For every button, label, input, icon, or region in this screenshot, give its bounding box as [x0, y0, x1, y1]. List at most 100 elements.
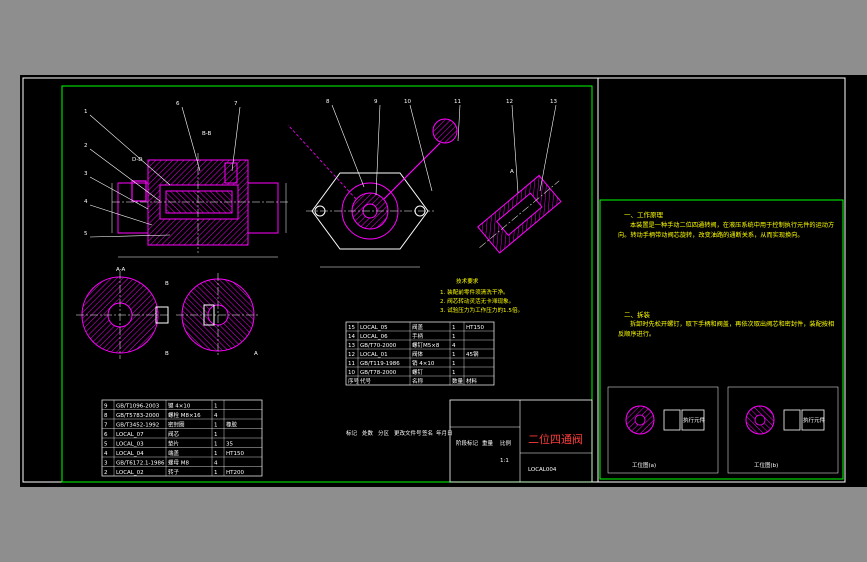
leader-line [89, 176, 149, 210]
sch-b-block-1 [783, 409, 801, 431]
bom-cell: 10 [348, 370, 355, 376]
bom-cell: 1 [452, 361, 456, 367]
drawing-sheet: D-D B-B A A-A B B A [20, 75, 867, 487]
handle-arm [383, 142, 441, 200]
bom-cell: HT150 [226, 451, 244, 457]
label-a-a: A-A [116, 267, 126, 273]
title-block-frame [449, 399, 593, 483]
leader-line [511, 104, 519, 194]
label-a2: A [254, 351, 258, 357]
bom-cell: GB/T5783-2000 [116, 413, 160, 419]
leader-line [375, 104, 381, 196]
sch-b-block-label: 执行元件 [803, 416, 826, 424]
bom-cell: 13 [348, 343, 355, 349]
bom-cell: HT150 [466, 325, 484, 331]
bom-cell: 15 [348, 325, 355, 331]
callout-number: 9 [374, 99, 378, 105]
top-stem [224, 162, 238, 184]
right-panel-border [599, 199, 844, 480]
stage-mark: 阶段标记 [456, 439, 479, 447]
tech-title: 技术要求 [456, 277, 479, 285]
callout-number: 10 [404, 99, 411, 105]
sch-b-core [754, 414, 766, 426]
bom-cell: GB/T3452-1992 [116, 423, 159, 429]
bom-cell: 5 [104, 442, 108, 448]
label-a1: A [510, 169, 514, 175]
section-b-b: B B A [165, 273, 260, 357]
bom-cell: 螺钉 [412, 368, 424, 376]
sch-b-frame [727, 386, 839, 474]
label-b1: B [165, 281, 169, 287]
wp-para-2-wrap: 拆卸时先松开螺钉，取下手柄和阀盖，再依次取出阀芯和密封件，装配按相反顺序进行。 [618, 321, 834, 338]
bom-cell: GB/T78-2000 [360, 370, 397, 376]
sign-zone: 分区 [378, 429, 390, 437]
sign-date: 年月日 [436, 429, 453, 437]
callout-number: 13 [550, 99, 557, 105]
leader-line [409, 104, 433, 192]
bom-cell: 45钢 [466, 350, 479, 358]
drawing-canvas: D-D B-B A A-A B B A [22, 77, 846, 483]
callout-number: 8 [326, 99, 330, 105]
bom-cell: 阀体 [412, 350, 424, 358]
bom-cell: 橡胶 [226, 421, 238, 429]
callout-number: 11 [454, 99, 461, 105]
bom-cell: HT200 [226, 470, 244, 476]
bom-cell: 1 [452, 352, 456, 358]
bom-cell: 12 [348, 352, 355, 358]
bom-cell: 垫片 [168, 440, 179, 448]
sch-b-block-2 [801, 409, 825, 431]
bom-cell: 3 [104, 461, 108, 467]
leader-line [331, 104, 365, 188]
work-principle: 一、工作原理 本装置是一种手动二位四通转阀，在液压系统中用于控制执行元件的运动方… [618, 210, 834, 338]
section-a-a: A-A [76, 267, 170, 359]
callout-number: 6 [176, 101, 180, 107]
bom-cell: 2 [104, 470, 108, 476]
front-section-view: D-D B-B [111, 131, 288, 258]
leader-line [457, 104, 461, 142]
bom-cell: 手柄 [412, 332, 424, 340]
bom-cell: 4 [214, 461, 218, 467]
tech-line-3: 3. 试验压力为工作压力的1.5倍。 [440, 306, 523, 314]
sch-a-block-2 [681, 409, 705, 431]
bom-header-cell: 代号 [360, 377, 372, 385]
end-cap [131, 180, 147, 202]
sign-count: 处数 [362, 429, 374, 437]
sch-b-label: 工位图(b) [754, 461, 778, 469]
callout-number: 5 [84, 231, 88, 237]
stage-weight: 重量 [482, 439, 494, 447]
bom-cell: 11 [348, 361, 355, 367]
bom-cell: LOCAL_07 [116, 432, 144, 438]
callout-number: 3 [84, 171, 88, 177]
wp-heading-1: 一、工作原理 [624, 210, 664, 219]
label-b2: B [165, 351, 169, 357]
bom-cell: 密封圈 [168, 421, 185, 429]
bom-cell: 1 [214, 404, 218, 410]
bom-cell: 1 [452, 334, 456, 340]
callout-number: 1 [84, 109, 88, 115]
bom-header-cell: 序号 [348, 377, 360, 385]
bom-cell: LOCAL_04 [116, 451, 144, 457]
bom-cell: GB/T6172.1-1986 [116, 461, 165, 467]
leader-line [231, 106, 241, 172]
bom-cell: 1 [214, 423, 218, 429]
drawing-number: LOCAL004 [528, 467, 557, 473]
bom-cell: 8 [104, 413, 108, 419]
stage-scale: 比例 [500, 439, 512, 447]
bom-cell: 7 [104, 423, 108, 429]
bom-header-cell: 数量 [452, 377, 464, 385]
bom-cell: LOCAL_05 [360, 325, 388, 331]
leader-line [89, 234, 171, 238]
bom-cell: 14 [348, 334, 355, 340]
label-d-d: D-D [132, 157, 142, 163]
title-block: 二位四通阀 LOCAL004 1:1 阶段标记 重量 比例 标记 处数 分区 更… [346, 399, 593, 483]
bom-cell: LOCAL_02 [116, 470, 144, 476]
bom-cell: 阀盖 [412, 323, 424, 331]
bom-cell: 螺栓 M8×16 [168, 411, 201, 419]
bom-cell: 转子 [168, 468, 180, 476]
bom-frame [345, 321, 495, 386]
body-flange-right [247, 182, 279, 234]
sch-a-block-label: 执行元件 [683, 416, 706, 424]
sch-a-core [634, 414, 646, 426]
